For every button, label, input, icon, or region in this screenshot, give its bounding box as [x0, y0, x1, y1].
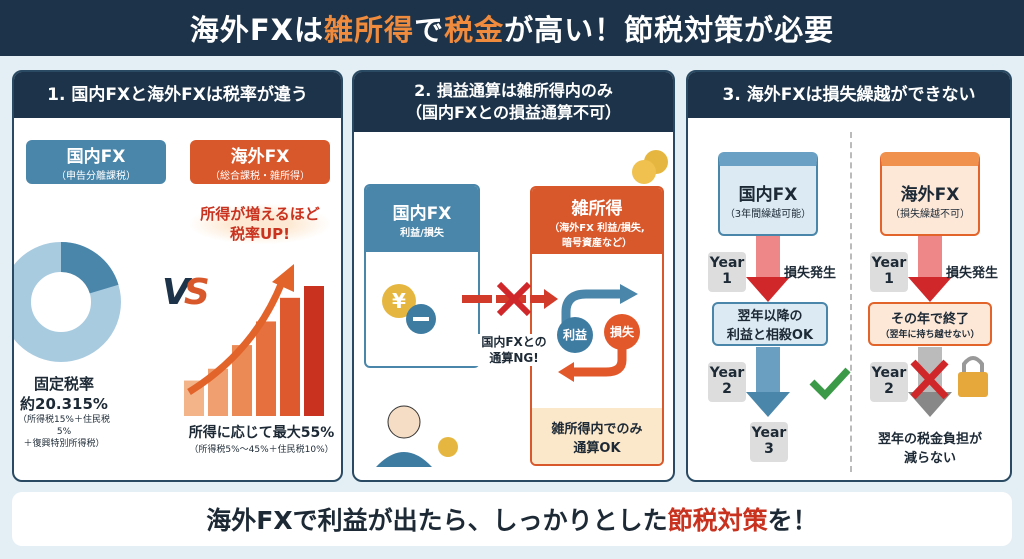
- panel-heading: 1. 国内FXと海外FXは税率が違う: [14, 72, 341, 118]
- domestic-fx-tag: 国内FX（申告分離課税）: [26, 140, 166, 184]
- title-highlight: 雑所得: [324, 13, 415, 47]
- yen-coin-icon: ¥: [382, 284, 416, 318]
- ends-box: その年で終了（翌年に持ち越せない）: [868, 302, 992, 346]
- page-title: 海外FXは雑所得で税金が高い！節税対策が必要: [0, 0, 1024, 56]
- misc-income-box: 雑所得（海外FX 利益/損失,暗号資産など） 雑所得内でのみ通算OK: [530, 186, 664, 466]
- down-arrow: [908, 392, 952, 417]
- tax-bar: [304, 286, 324, 416]
- tax-bars: [184, 286, 324, 416]
- loss-text: 損失発生: [784, 266, 837, 281]
- profit-arrow: [561, 289, 622, 332]
- rising-arrow-head: [272, 264, 294, 292]
- donut-chart: [14, 242, 121, 362]
- tax-bar: [280, 297, 300, 416]
- tax-bar: [208, 368, 228, 416]
- domestic-calendar: 国内FX（3年間繰越可能）: [718, 152, 818, 236]
- title-text: が高い！節税対策が必要: [504, 13, 835, 47]
- divider: [850, 132, 852, 472]
- domestic-rate-text: 固定税率約20.315% （所得税15%＋住民税5% ＋復興特別所得税）: [17, 375, 110, 449]
- bottom-banner: 海外FXで利益が出たら、しっかりとした節税対策を！: [12, 492, 1012, 546]
- coins-icon: [438, 437, 458, 457]
- panel-loss-carryover: 3. 海外FXは損失繰越ができない 国内FX（3年間繰越可能） 海外FX（損失繰…: [686, 70, 1012, 482]
- minus-icon: [406, 304, 436, 334]
- loss-arrow: [572, 342, 627, 377]
- x-icon: [910, 359, 949, 400]
- panel-heading: 2. 損益通算は雑所得内のみ（国内FXとの損益通算不可）: [354, 72, 673, 132]
- ng-x-icon: [496, 281, 532, 317]
- panel-heading: 3. 海外FXは損失繰越ができない: [688, 72, 1010, 118]
- offset-ok-box: 翌年以降の利益と相殺OK: [712, 302, 828, 346]
- donut-segment: [14, 242, 121, 362]
- no-reduction-text: 翌年の税金負担が減らない: [877, 432, 982, 466]
- loss-text: 損失発生: [946, 266, 999, 281]
- down-arrow: [908, 277, 952, 302]
- callout-rate-up: 所得が増えるほど税率UP!: [190, 204, 330, 244]
- down-arrow: [746, 392, 790, 417]
- overseas-calendar: 海外FX（損失繰越不可）: [880, 152, 980, 236]
- profit-badge: 利益: [557, 317, 593, 353]
- check-icon: [809, 367, 851, 401]
- overseas-rate-text: 所得に応じて最大55% （所得税5%〜45%＋住民税10%）: [188, 425, 335, 455]
- rising-arrow: [187, 280, 286, 395]
- title-highlight: 税金: [444, 13, 505, 47]
- tax-bar: [232, 345, 252, 416]
- title-text: 海外FXは: [189, 13, 325, 47]
- title-text: で: [414, 13, 445, 47]
- tax-comparison-graphic: [14, 242, 324, 416]
- vs-label: VS: [162, 272, 210, 313]
- tax-bar: [256, 321, 276, 416]
- ng-label: 国内FXとの通算NG!: [472, 334, 556, 366]
- flow-arrows: [376, 150, 668, 467]
- overseas-fx-tag: 海外FX（総合課税・雑所得）: [190, 140, 330, 184]
- offset-ok-note: 雑所得内でのみ通算OK: [532, 408, 662, 464]
- worried-person-icon: [387, 405, 421, 439]
- down-arrow: [746, 277, 790, 302]
- panel-tax-rate: 1. 国内FXと海外FXは税率が違う 国内FX（申告分離課税） 海外FX（総合課…: [12, 70, 343, 482]
- lock-icon: [958, 372, 988, 397]
- loss-badge: 損失: [604, 314, 640, 350]
